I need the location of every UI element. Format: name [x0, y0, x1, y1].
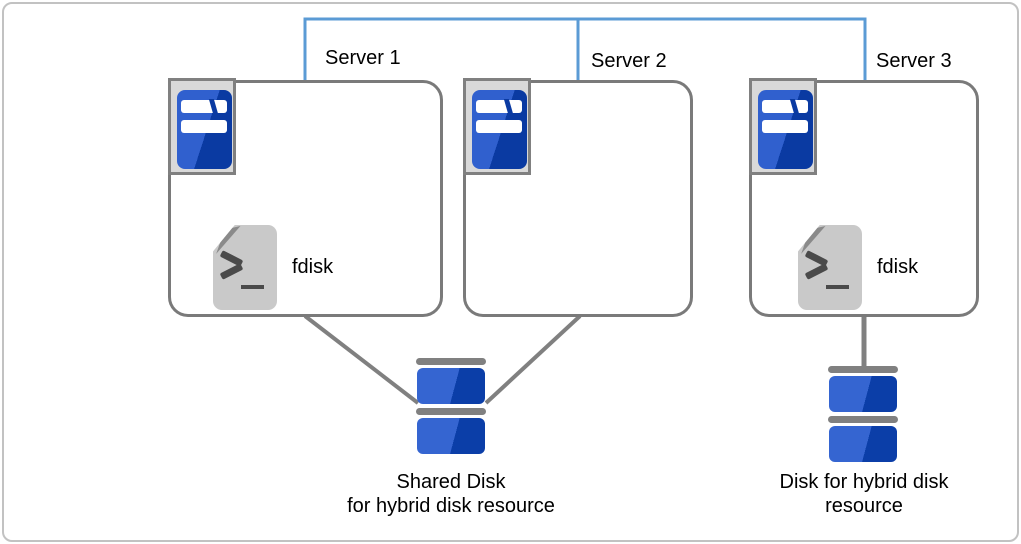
- shared-disk-caption-line1: Shared Disk: [396, 471, 506, 493]
- server-1-box: fdisk: [168, 78, 443, 317]
- disk-platter: [829, 376, 897, 412]
- server2-to-shared-disk-line: [484, 314, 582, 405]
- fdisk-item: fdisk: [213, 225, 333, 310]
- server-tower: [472, 90, 527, 169]
- folded-corner: [216, 226, 241, 254]
- prompt-underscore: [241, 285, 264, 289]
- fdisk-label: fdisk: [877, 256, 919, 278]
- server-drive-bay: [476, 99, 522, 114]
- disk-cap: [828, 416, 898, 423]
- prompt-underscore: [826, 285, 849, 289]
- server-3-box: fdisk: [749, 78, 979, 317]
- hybrid-disk-caption: Disk for hybrid disk resource: [740, 470, 988, 518]
- server-3-label: Server 3: [876, 50, 952, 72]
- fdisk-label: fdisk: [292, 256, 334, 278]
- server-icon: [749, 78, 817, 175]
- shared-disk-caption: Shared Disk for hybrid disk resource: [316, 470, 586, 518]
- disk-cap: [416, 408, 486, 415]
- server-drive-bay: [762, 99, 808, 114]
- server-2-label: Server 2: [591, 50, 667, 72]
- server-tower: [758, 90, 813, 169]
- server-2-box: [463, 78, 693, 317]
- disk-cap: [416, 358, 486, 365]
- disk-platter: [829, 426, 897, 462]
- server-icon: [463, 78, 531, 175]
- server-drive-bay: [762, 120, 808, 133]
- hybrid-disk-caption-line2: resource: [825, 495, 903, 517]
- prompt-chevron: [805, 252, 827, 279]
- server-tower: [177, 90, 232, 169]
- prompt-chevron: [220, 252, 242, 279]
- disk-platter: [417, 418, 485, 454]
- script-file-icon: [213, 225, 277, 310]
- disk-platter: [417, 368, 485, 404]
- server1-to-shared-disk-line: [303, 314, 420, 405]
- disk-cap: [828, 366, 898, 373]
- hybrid-disk-caption-line1: Disk for hybrid disk: [779, 471, 949, 493]
- server-icon: [168, 78, 236, 175]
- server-drive-bay: [476, 120, 522, 133]
- fdisk-item: fdisk: [798, 225, 918, 310]
- folded-corner: [801, 226, 826, 254]
- shared-disk-icon: [416, 358, 486, 454]
- server-drive-bay: [181, 99, 227, 114]
- shared-disk-caption-line2: for hybrid disk resource: [347, 495, 555, 517]
- hybrid-disk-icon: [828, 366, 898, 462]
- server-drive-bay: [181, 120, 227, 133]
- server-1-label: Server 1: [325, 47, 401, 69]
- network-line: [303, 17, 867, 81]
- script-file-icon: [798, 225, 862, 310]
